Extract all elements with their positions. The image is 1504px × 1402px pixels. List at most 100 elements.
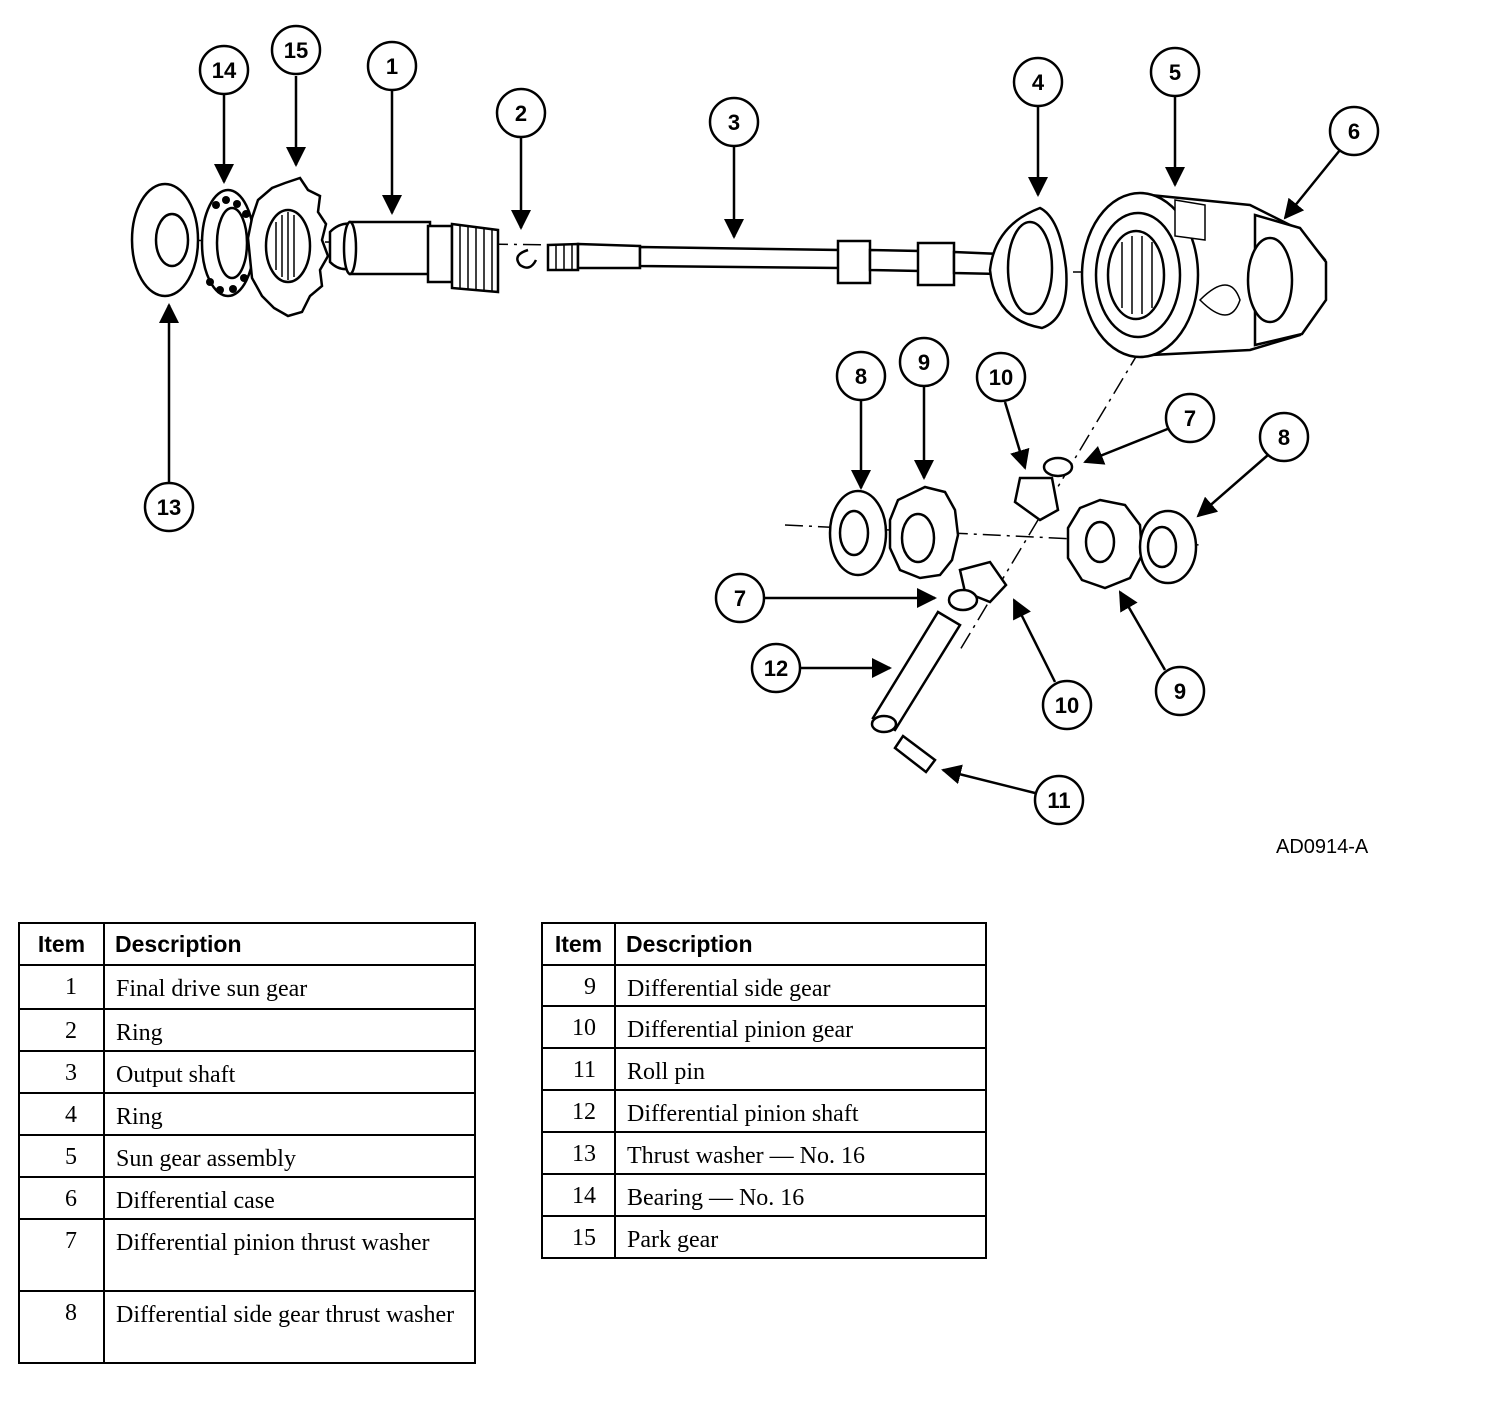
item-number: 10 bbox=[541, 1005, 616, 1049]
item-description: Differential side gear bbox=[614, 964, 987, 1007]
callout-9-right: 9 bbox=[1154, 665, 1206, 717]
callout-8-right: 8 bbox=[1258, 411, 1310, 463]
callout-13-label: 13 bbox=[157, 495, 181, 520]
callout-9-right-label: 9 bbox=[1174, 679, 1186, 704]
callout-14: 14 bbox=[198, 44, 250, 96]
callout-7-lower: 7 bbox=[714, 572, 766, 624]
callout-11: 11 bbox=[1033, 774, 1085, 826]
callout-10-upper: 10 bbox=[975, 351, 1027, 403]
item-number: 3 bbox=[18, 1050, 105, 1094]
pinion-shaft-12 bbox=[870, 610, 962, 734]
item-description: Output shaft bbox=[103, 1050, 476, 1094]
callout-10-upper-label: 10 bbox=[989, 365, 1013, 390]
callout-5: 5 bbox=[1149, 46, 1201, 98]
side-gear-9-right bbox=[1066, 498, 1144, 590]
callout-8-left: 8 bbox=[835, 350, 887, 402]
item-number: 15 bbox=[541, 1215, 616, 1259]
item-description: Thrust washer — No. 16 bbox=[614, 1131, 987, 1175]
side-gear-9-left bbox=[888, 485, 960, 580]
park-gear-15 bbox=[246, 176, 330, 318]
item-number: 14 bbox=[541, 1173, 616, 1217]
callout-1: 1 bbox=[366, 40, 418, 92]
callout-13: 13 bbox=[143, 481, 195, 533]
callout-5-label: 5 bbox=[1169, 60, 1181, 85]
callout-15: 15 bbox=[270, 24, 322, 76]
pinion-thrust-washer-7-upper bbox=[1042, 456, 1074, 478]
item-number: 9 bbox=[541, 964, 616, 1007]
callout-8-left-label: 8 bbox=[855, 364, 867, 389]
item-number: 7 bbox=[18, 1218, 105, 1292]
callout-8-right-label: 8 bbox=[1278, 425, 1290, 450]
item-description: Final drive sun gear bbox=[103, 964, 476, 1010]
callout-6: 6 bbox=[1328, 105, 1380, 157]
item-number: 11 bbox=[541, 1047, 616, 1091]
column-header-item: Item bbox=[541, 922, 616, 966]
callout-7-upper: 7 bbox=[1164, 392, 1216, 444]
final-drive-sun-gear-1 bbox=[328, 220, 500, 294]
exploded-view-diagram: 14 15 1 2 3 4 5 6 13 8 9 10 7 8 7 12 10 … bbox=[130, 24, 1380, 826]
callout-2: 2 bbox=[495, 87, 547, 139]
table-header-row: Item Description bbox=[18, 922, 476, 966]
item-description: Differential pinion shaft bbox=[614, 1089, 987, 1133]
callout-6-label: 6 bbox=[1348, 119, 1360, 144]
pinion-thrust-washer-7-lower bbox=[947, 588, 979, 612]
item-description: Park gear bbox=[614, 1215, 987, 1259]
item-description: Differential case bbox=[103, 1176, 476, 1220]
side-gear-thrust-washer-8-left bbox=[828, 489, 888, 577]
thrust-washer-13 bbox=[130, 182, 200, 298]
ring-2 bbox=[516, 248, 538, 269]
column-header-item: Item bbox=[18, 922, 105, 966]
callout-14-label: 14 bbox=[212, 58, 237, 83]
item-description: Differential pinion thrust washer bbox=[103, 1218, 476, 1292]
item-description: Differential pinion gear bbox=[614, 1005, 987, 1049]
bearing-14 bbox=[200, 188, 256, 298]
figure-code: AD0914-A bbox=[1276, 836, 1369, 858]
callout-10-lower-label: 10 bbox=[1055, 693, 1079, 718]
item-number: 5 bbox=[18, 1134, 105, 1178]
callout-2-label: 2 bbox=[515, 101, 527, 126]
callouts: 14 15 1 2 3 4 5 6 13 8 9 10 7 8 7 12 10 … bbox=[143, 24, 1380, 826]
callout-7-upper-label: 7 bbox=[1184, 406, 1196, 431]
item-number: 13 bbox=[541, 1131, 616, 1175]
item-number: 4 bbox=[18, 1092, 105, 1136]
callout-4-label: 4 bbox=[1032, 70, 1045, 95]
table-header-row: Item Description bbox=[541, 922, 987, 966]
column-header-description: Description bbox=[103, 922, 476, 966]
callout-7-lower-label: 7 bbox=[734, 586, 746, 611]
item-description: Ring bbox=[103, 1008, 476, 1052]
column-header-description: Description bbox=[614, 922, 987, 966]
callout-3-label: 3 bbox=[728, 110, 740, 135]
leader-arrows bbox=[159, 76, 1341, 795]
item-description: Sun gear assembly bbox=[103, 1134, 476, 1178]
side-gear-thrust-washer-8-right bbox=[1138, 509, 1198, 585]
callout-12: 12 bbox=[750, 642, 802, 694]
item-description: Bearing — No. 16 bbox=[614, 1173, 987, 1217]
item-description: Ring bbox=[103, 1092, 476, 1136]
ring-4 bbox=[988, 206, 1068, 330]
item-description: Roll pin bbox=[614, 1047, 987, 1091]
callout-12-label: 12 bbox=[764, 656, 788, 681]
item-number: 1 bbox=[18, 964, 105, 1010]
item-number: 6 bbox=[18, 1176, 105, 1220]
callout-10-lower: 10 bbox=[1041, 679, 1093, 731]
item-number: 2 bbox=[18, 1008, 105, 1052]
item-description: Differential side gear thrust washer bbox=[103, 1290, 476, 1364]
callout-1-label: 1 bbox=[386, 54, 398, 79]
item-number: 12 bbox=[541, 1089, 616, 1133]
pinion-gear-10-upper bbox=[1013, 476, 1060, 522]
